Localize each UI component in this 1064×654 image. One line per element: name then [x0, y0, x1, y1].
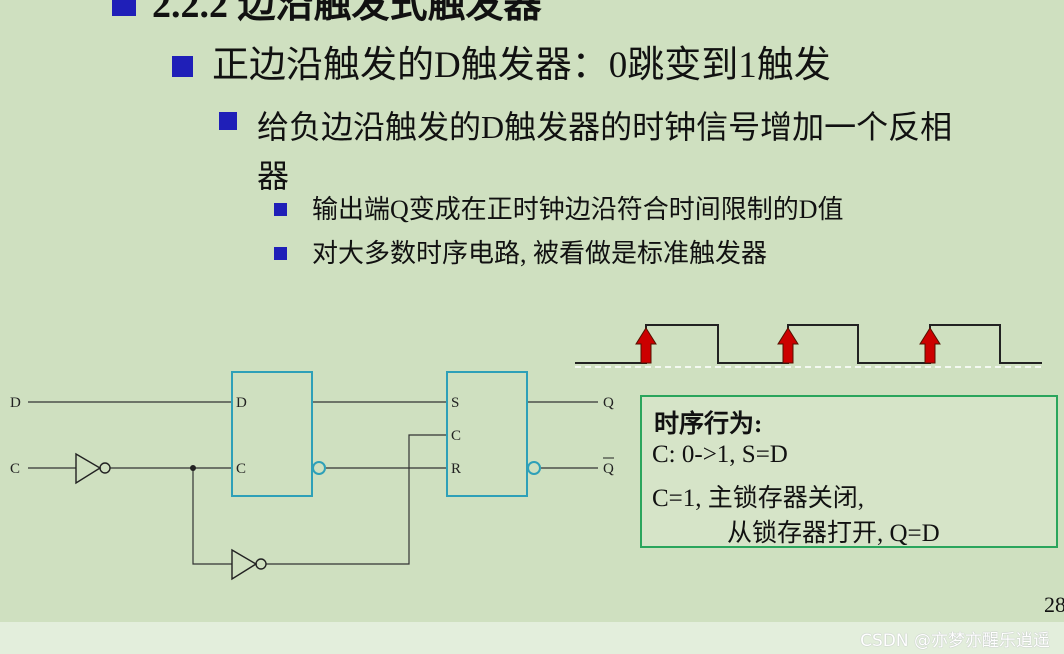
rising-edge-arrow-2: [777, 327, 799, 364]
inverter-1: [75, 452, 111, 485]
sr-latch-box: [446, 371, 528, 497]
label-ff1-d: D: [236, 395, 247, 411]
clock-waveform: [575, 324, 1042, 364]
label-input-d: D: [10, 395, 21, 411]
timing-note-box: 时序行为: C: 0->1, S=D C=1, 主锁存器关闭, 从锁存器打开, …: [640, 395, 1058, 548]
d-latch-box: [231, 371, 313, 497]
label-ff1-c: C: [236, 461, 246, 477]
bullet-marker-3a: [274, 203, 287, 216]
timing-note-line-3: 从锁存器打开, Q=D: [727, 520, 940, 547]
rising-edge-arrow-3: [919, 327, 941, 364]
label-ff2-r: R: [451, 461, 461, 477]
label-input-c: C: [10, 461, 20, 477]
bullet-text-3b: 对大多数时序电路, 被看做是标准触发器: [312, 239, 768, 268]
junction-dot: [190, 465, 196, 471]
title-bullet: [112, 0, 136, 16]
timing-note-title: 时序行为:: [654, 411, 763, 438]
bullet-text-1: 正边沿触发的D触发器：0跳变到1触发: [212, 45, 831, 86]
rising-edge-arrow-1: [635, 327, 657, 364]
bullet-text-3a: 输出端Q变成在正时钟边沿符合时间限制的D值: [312, 195, 844, 224]
footer-band: [0, 622, 1064, 654]
timing-note-line-2: C=1, 主锁存器关闭,: [652, 485, 865, 512]
timing-note-line-1: C: 0->1, S=D: [652, 441, 788, 468]
page-number: 28: [1044, 592, 1064, 617]
wires: [28, 401, 598, 565]
bullet-marker-1: [172, 56, 193, 77]
bullet-marker-3b: [274, 247, 287, 260]
d-latch-inv-output: [312, 461, 326, 475]
label-output-q: Q: [603, 395, 614, 411]
bullet-text-2: 给负边沿触发的D触发器的时钟信号增加一个反相器: [257, 109, 953, 194]
bullet-marker-2: [219, 112, 237, 130]
label-ff2-c: C: [451, 428, 461, 444]
watermark: CSDN @亦梦亦醒乐逍遥: [860, 631, 1050, 651]
slide-title: 2.2.2 边沿触发式触发器: [152, 0, 542, 26]
inverter-2: [231, 548, 267, 581]
sr-latch-inv-output: [527, 461, 541, 475]
label-output-qbar: Q: [603, 461, 614, 477]
label-ff2-s: S: [451, 395, 459, 411]
